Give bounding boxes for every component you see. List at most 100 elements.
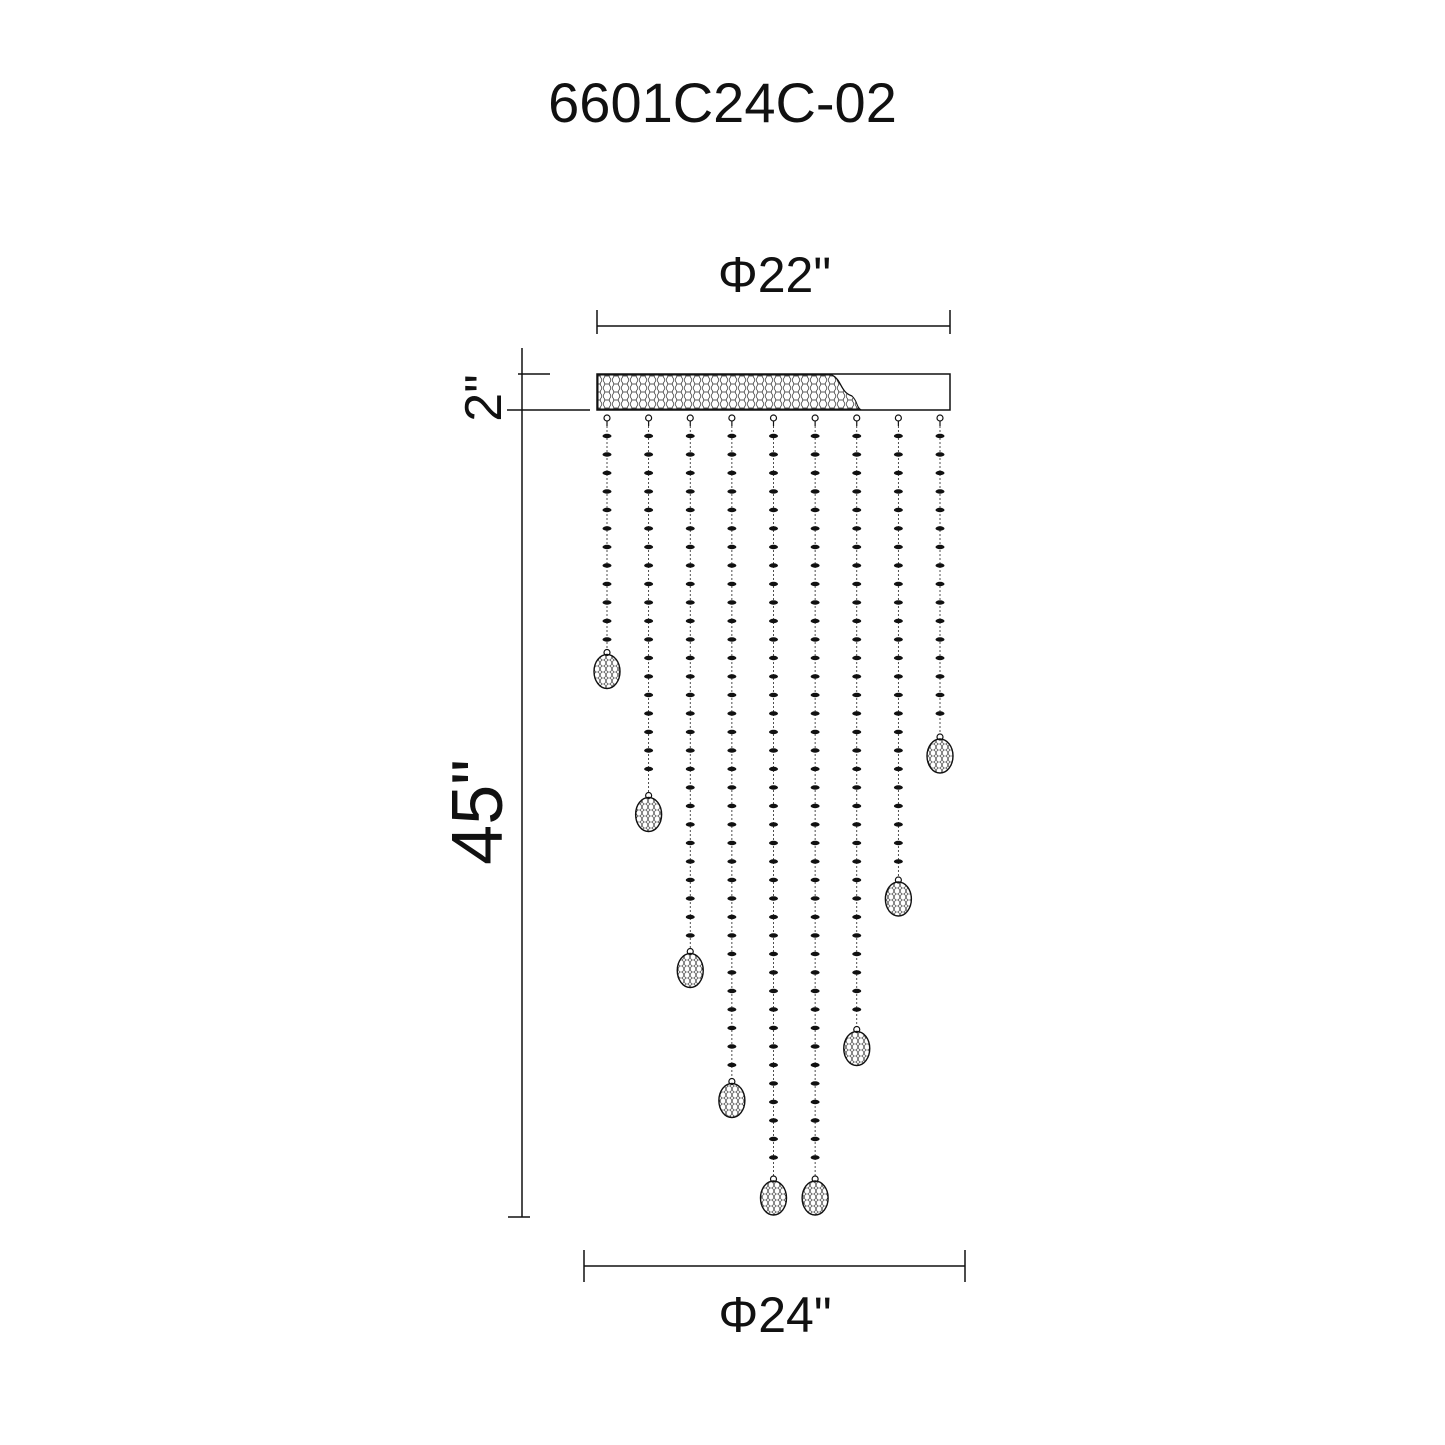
crystal-bead [810,433,820,439]
crystal-bead [810,655,820,661]
crystal-bead [769,988,778,994]
crystal-bead [810,1136,820,1142]
crystal-bead [644,507,654,513]
crystal-bead [935,433,945,439]
crystal-bead [685,544,695,550]
crystal-bead [769,581,778,587]
strand-hook [853,414,861,422]
crystal-bead [810,618,820,624]
crystal-ball [843,1030,871,1067]
crystal-bead [893,859,903,864]
crystal-bead [893,563,903,568]
crystal-bead [810,1099,820,1105]
crystal-bead [727,637,737,642]
crystal-bead [685,803,695,809]
crystal-bead [727,544,737,550]
crystal-bead [810,785,820,790]
crystal-bead [644,692,654,698]
crystal-bead [685,637,695,642]
crystal-bead [810,507,820,513]
strand-hook [728,414,736,422]
crystal-bead [935,470,945,476]
crystal-bead [852,766,862,772]
crystal-bead [769,452,778,457]
crystal-ball [634,796,663,833]
crystal-bead [893,803,903,809]
crystal-bead [769,674,778,679]
crystal-bead [810,729,820,735]
crystal-bead [810,1062,820,1068]
crystal-bead [727,1062,737,1068]
crystal-bead [727,748,737,753]
crystal-bead [727,563,737,568]
crystal-bead [685,692,695,698]
crystal-bead [644,563,654,568]
crystal-bead [935,563,945,568]
crystal-bead [644,618,654,624]
crystal-bead [935,600,945,605]
crystal-bead [852,785,862,790]
crystal-bead [852,637,862,642]
crystal-bead [727,840,737,846]
crystal-strands [593,414,954,1216]
crystal-bead [727,489,737,494]
crystal-bead [935,674,945,679]
crystal-bead [810,544,820,550]
crystal-ball [676,952,704,989]
strand-hook [936,414,944,422]
crystal-bead [685,766,695,772]
crystal-bead [644,655,654,661]
crystal-bead [644,433,654,439]
strand-hook [686,414,694,422]
crystal-bead [852,729,862,735]
crystal-bead [644,489,654,494]
crystal-bead [852,803,862,809]
crystal-bead [685,877,695,883]
crystal-bead [852,748,862,753]
crystal-bead [769,914,778,920]
crystal-strand [926,414,954,774]
crystal-bead [810,1155,820,1160]
crystal-bead [810,1007,820,1012]
crystal-bead [810,563,820,568]
crystal-strand [634,414,663,833]
crystal-bead [769,692,778,698]
crystal-bead [810,970,820,975]
crystal-bead [810,470,820,476]
crystal-bead [769,1118,778,1123]
crystal-bead [852,544,862,550]
crystal-bead [727,655,737,661]
crystal-bead [602,452,612,457]
model-number-title: 6601C24C-02 [548,71,897,134]
crystal-bead [810,674,820,679]
crystal-strand [801,414,829,1216]
crystal-bead [810,988,820,994]
crystal-bead [852,970,862,975]
crystal-bead [810,914,820,920]
crystal-bead [602,526,612,531]
crystal-bead [685,452,695,457]
crystal-bead [685,896,695,901]
crystal-bead [685,489,695,494]
crystal-bead [935,655,945,661]
crystal-bead [852,840,862,846]
crystal-bead [810,859,820,864]
crystal-bead [685,914,695,920]
crystal-bead [852,914,862,920]
crystal-bead [727,1044,737,1049]
crystal-ball [801,1180,829,1216]
crystal-ball [884,881,913,917]
crystal-bead [769,544,778,550]
height-dimension [507,348,590,1218]
crystal-bead [935,692,945,698]
crystal-bead [685,470,695,476]
crystal-bead [727,433,737,439]
crystal-bead [769,655,778,661]
crystal-bead [935,618,945,624]
crystal-bead [852,433,862,439]
crystal-ball [718,1082,746,1119]
crystal-bead [810,711,820,716]
crystal-bead [769,933,778,938]
crystal-bead [893,729,903,735]
